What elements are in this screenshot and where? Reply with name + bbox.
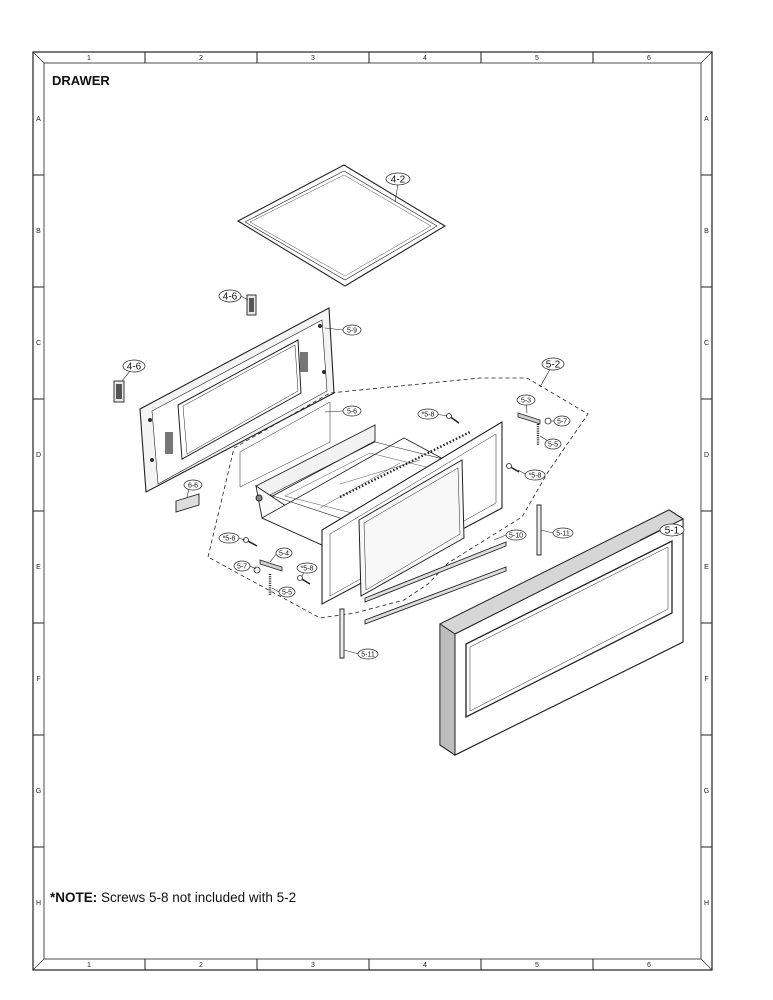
row-label: A	[704, 116, 709, 123]
callout-4-6-upper: 4-6	[223, 292, 238, 303]
callout-5-11-left: 5-11	[361, 652, 375, 659]
part-label-sticker	[175, 493, 200, 513]
row-label: E	[36, 564, 41, 571]
callout-5-8-top: *5-8	[422, 412, 435, 419]
callout-4-2: 4-2	[391, 175, 406, 186]
row-label: A	[36, 116, 41, 123]
callout-ovals	[122, 172, 685, 660]
row-label: G	[36, 788, 41, 795]
part-side-strip-right	[536, 504, 542, 556]
callout-5-11-right: 5-11	[556, 531, 570, 538]
callout-5-7-bottom: 5-7	[237, 564, 247, 571]
col-label: 2	[199, 55, 203, 62]
callout-5-4: 5-4	[279, 551, 289, 558]
part-screw-group	[243, 412, 552, 596]
part-front-door-frame	[439, 509, 684, 756]
row-label: H	[36, 900, 41, 907]
row-label: E	[704, 564, 709, 571]
row-label: F	[704, 676, 708, 683]
col-label: 1	[87, 55, 91, 62]
col-label: 6	[647, 962, 651, 969]
drawing-border	[32, 51, 713, 971]
part-bracket-left	[113, 380, 125, 403]
col-label: 3	[311, 962, 315, 969]
diagram-note: *NOTE: Screws 5-8 not included with 5-2	[50, 890, 296, 905]
col-label: 6	[647, 55, 651, 62]
row-label: C	[36, 340, 41, 347]
part-drawer-box	[255, 421, 503, 605]
callout-5-8-bottom: *5-8	[301, 566, 314, 573]
note-prefix: *NOTE:	[50, 890, 98, 905]
callout-5-1: 5-1	[665, 526, 680, 537]
row-label: C	[704, 340, 709, 347]
callout-5-5-bottom: 5-5	[282, 590, 292, 597]
part-top-glass-panel	[236, 164, 447, 287]
part-rear-panel-sheet	[239, 401, 331, 488]
col-label: 2	[199, 962, 203, 969]
row-label: D	[704, 452, 709, 459]
col-label: 3	[311, 55, 315, 62]
row-labels-right: A B C D E F G H	[704, 116, 709, 907]
col-label: 4	[423, 55, 427, 62]
col-label: 5	[535, 962, 539, 969]
part-bracket-upper	[246, 294, 257, 316]
note-text: Screws 5-8 not included with 5-2	[101, 890, 297, 905]
callout-labels: 4-2 4-6 5-9 4-6 5-2 5-6 *5-8 5-3 5-7 5-5…	[127, 175, 680, 659]
part-side-strip-left	[339, 608, 345, 659]
row-label: G	[704, 788, 709, 795]
callout-5-7-top: 5-7	[557, 419, 567, 426]
row-labels-left: A B C D E F G H	[36, 116, 41, 907]
callout-4-6-left: 4-6	[127, 362, 142, 373]
callout-5-8-right: *5-8	[529, 473, 542, 480]
callout-5-5-top: 5-5	[548, 442, 558, 449]
callout-6-6: 6-6	[188, 483, 198, 490]
diagram-title: DRAWER	[52, 73, 110, 88]
row-label: H	[704, 900, 709, 907]
column-labels-bottom: 1 2 3 4 5 6	[87, 962, 651, 969]
row-label: B	[36, 228, 41, 235]
callout-5-9: 5-9	[347, 328, 357, 335]
assembly-outline-dashed	[207, 377, 589, 619]
callout-5-10: 5-10	[509, 533, 523, 540]
callout-5-6: 5-6	[347, 409, 357, 416]
column-labels-top: 1 2 3 4 5 6	[87, 55, 651, 62]
col-label: 5	[535, 55, 539, 62]
row-label: D	[36, 452, 41, 459]
row-label: B	[704, 228, 709, 235]
part-rail-bar	[364, 541, 507, 625]
callout-5-3: 5-3	[521, 398, 531, 405]
col-label: 4	[423, 962, 427, 969]
callout-5-8-left: *5-8	[223, 536, 236, 543]
row-label: F	[36, 676, 40, 683]
col-label: 1	[87, 962, 91, 969]
callout-5-2: 5-2	[546, 360, 561, 371]
